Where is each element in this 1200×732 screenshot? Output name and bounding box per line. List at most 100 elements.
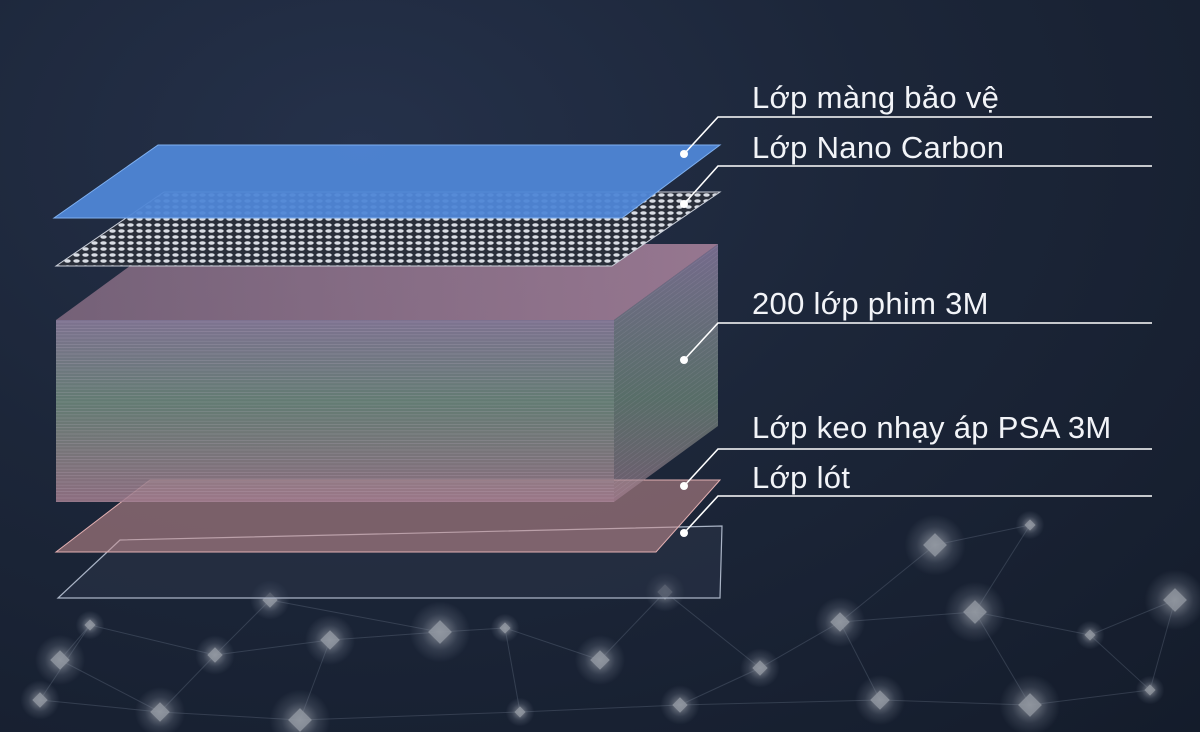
network-node-glow — [854, 674, 906, 726]
network-node-glow — [409, 601, 471, 663]
network-node-glow — [814, 596, 866, 648]
film-side-line — [613, 277, 719, 354]
network-node-glow — [999, 674, 1061, 732]
network-node — [320, 630, 340, 650]
network-node — [752, 660, 768, 676]
film-side-line — [613, 344, 719, 422]
network-node-glow — [1015, 510, 1045, 540]
network-node-glow — [490, 613, 520, 643]
network-node — [32, 692, 48, 708]
network-node-glow — [505, 697, 535, 727]
film-side-line — [613, 385, 719, 462]
film-side-line — [613, 421, 719, 498]
film-side-line — [613, 353, 719, 431]
network-node — [1084, 629, 1096, 641]
leader-lines — [680, 116, 1152, 537]
network-node-glow — [740, 648, 780, 688]
label-liner-layer: Lớp lót — [752, 460, 851, 495]
film-side-line — [613, 349, 719, 426]
film-side-line — [613, 362, 719, 440]
network-node — [1144, 684, 1156, 696]
network-edge — [664, 591, 761, 669]
protective-layer-sheet — [52, 144, 722, 219]
leader-line-film-3m — [683, 322, 1152, 361]
film-side-line — [613, 286, 719, 363]
network-node-glow — [304, 614, 356, 666]
label-psa-layer: Lớp keo nhạy áp PSA 3M — [752, 410, 1112, 445]
network-node — [288, 708, 312, 732]
network-node — [428, 620, 452, 644]
film-side-line — [613, 340, 719, 417]
leader-dot-psa — [680, 482, 688, 490]
film-side-line — [613, 376, 719, 453]
film-side-line — [613, 304, 719, 381]
network-node-glow — [269, 689, 331, 732]
film-side-line — [613, 245, 719, 323]
film-side-line — [613, 281, 719, 359]
film-side-line — [613, 358, 719, 435]
film-side-line — [613, 272, 719, 350]
film-side-line — [613, 308, 719, 386]
network-node — [1163, 588, 1187, 612]
network-node — [590, 650, 610, 670]
film-side-line — [613, 317, 719, 395]
network-node-glow — [20, 680, 60, 720]
network-node — [870, 690, 890, 710]
network-node — [150, 702, 170, 722]
film-side-line — [613, 254, 719, 332]
film-side-line — [613, 394, 719, 471]
network-node — [499, 622, 511, 634]
network-node — [514, 706, 526, 718]
film-side-line — [613, 367, 719, 444]
network-node — [84, 619, 96, 631]
network-node-glow — [1144, 569, 1200, 631]
leader-line-protective — [683, 116, 1152, 155]
film-side-line — [613, 412, 719, 489]
network-node-glow — [195, 635, 235, 675]
network-node-glow — [944, 581, 1006, 643]
leader-dot-nano-carbon — [680, 200, 688, 208]
film-side-line — [613, 416, 719, 494]
film-side-line — [613, 299, 719, 377]
label-film-3m-layer: 200 lớp phim 3M — [752, 286, 989, 321]
film-side-line — [613, 259, 719, 336]
network-node-glow — [34, 634, 86, 686]
film-side-line — [613, 322, 719, 399]
leader-dot-protective — [680, 150, 688, 158]
film-side-line — [613, 407, 719, 485]
network-edge — [299, 711, 521, 721]
network-node-glow — [1135, 675, 1165, 705]
film-side-line — [613, 295, 719, 372]
label-nano-carbon-layer: Lớp Nano Carbon — [752, 130, 1005, 165]
film-stack-front — [56, 320, 614, 502]
film-side-line — [613, 380, 719, 458]
network-node-glow — [574, 634, 626, 686]
film-side-line — [613, 371, 719, 449]
network-node-glow — [660, 685, 700, 725]
film-side-line — [613, 403, 719, 480]
network-edge — [89, 624, 216, 656]
network-node — [672, 697, 688, 713]
network-node — [1024, 519, 1036, 531]
leader-line-liner — [683, 495, 1152, 534]
network-edge — [519, 704, 681, 713]
film-side-line — [613, 331, 719, 408]
film-stack-side — [614, 244, 718, 502]
film-stack-block — [56, 244, 719, 502]
leader-line-nano-carbon — [683, 165, 1152, 205]
film-side-line — [613, 389, 719, 467]
leader-line-psa — [683, 448, 1152, 487]
network-node-glow — [75, 610, 105, 640]
film-side-line — [613, 335, 719, 413]
leader-dot-liner — [680, 529, 688, 537]
network-node — [830, 612, 850, 632]
network-node-glow — [904, 514, 966, 576]
network-node — [207, 647, 223, 663]
film-stack-lines — [56, 245, 719, 502]
film-side-line — [613, 398, 719, 476]
network-node — [923, 533, 947, 557]
film-side-line — [613, 326, 719, 404]
leader-dot-film-3m — [680, 356, 688, 364]
